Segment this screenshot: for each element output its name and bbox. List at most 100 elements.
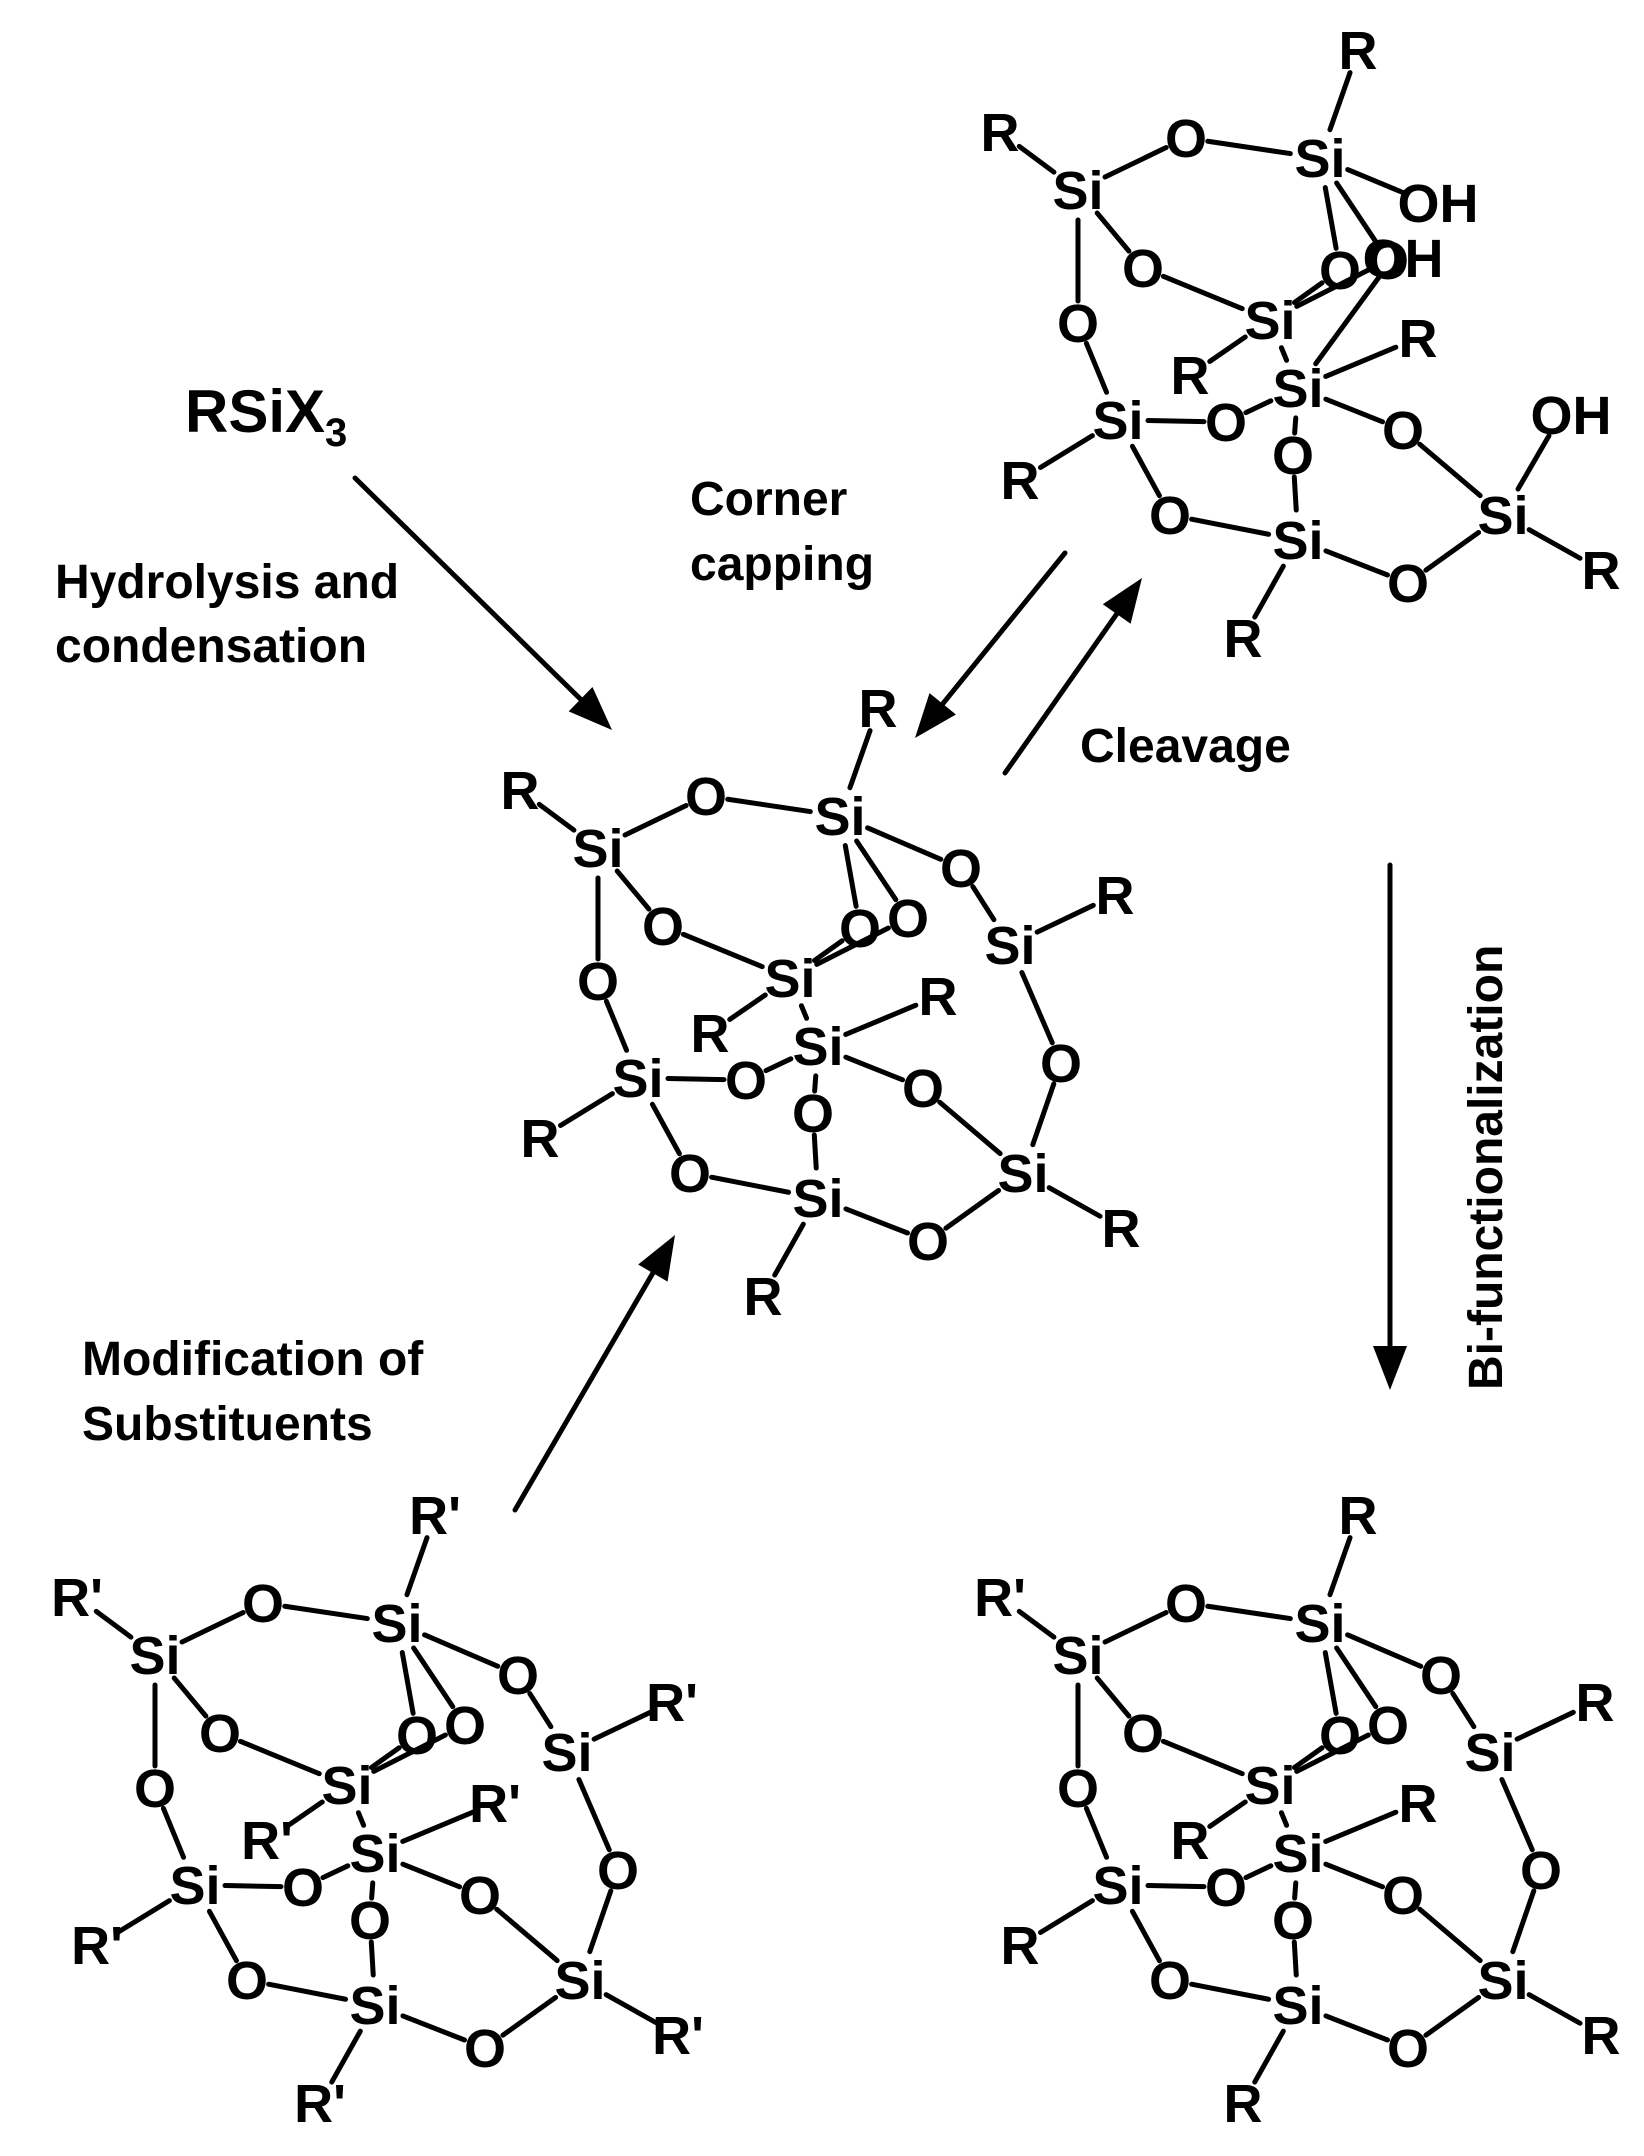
modified-cage-silicon-atom: Si — [554, 1951, 605, 2011]
bifunctional-cage-bond — [1278, 1810, 1290, 1828]
bifunctional-cage-bond — [1294, 1732, 1371, 1774]
modified-cage-bond — [411, 1645, 456, 1710]
bifunctional-cage-silicon-atom: Si — [1244, 1756, 1295, 1816]
open-cage-substituent-label: R — [1001, 451, 1040, 511]
bifunctional-cage-silicon-atom: Si — [1272, 1824, 1323, 1884]
central-cage-bond — [680, 931, 765, 970]
open-cage-substituent-bond — [1207, 334, 1248, 364]
bifunctional-cage-oxygen-atom: O — [1057, 1759, 1099, 1819]
open-cage-bond — [1423, 529, 1482, 573]
central-cage-oxygen-atom: O — [839, 899, 881, 959]
bifunctional-cage-bond — [1205, 1603, 1293, 1622]
modified-cage-substituent-label: R' — [409, 1486, 461, 1546]
central-cage-bond — [665, 1076, 727, 1083]
modified-cage-substituent-bond — [591, 1709, 653, 1742]
bifunctional-cage-substituent-bond — [1016, 1608, 1057, 1640]
bifunctional-cage-bond — [1291, 1939, 1299, 1978]
bifunctional-cage-bond — [1510, 1888, 1537, 1955]
bifunctional-cage-bond — [1292, 1880, 1299, 1901]
bifunctional-cage-bond — [1345, 1632, 1424, 1669]
central-cage-substituent-bond — [536, 801, 577, 833]
modified-cage-bond — [355, 1810, 367, 1828]
modified-cage-bond — [222, 1883, 284, 1890]
central-cage-oxygen-atom: O — [577, 952, 619, 1012]
bifunctional-cage-substituent-bond — [1037, 1898, 1095, 1935]
modified-cage-substituent-bond — [400, 1809, 476, 1844]
central-cage-bond — [842, 843, 859, 909]
modified-cage-oxygen-atom: O — [497, 1646, 539, 1706]
hydrolysis-arrow — [352, 475, 612, 730]
open-cage-bond — [1294, 267, 1371, 309]
open-cage-bond — [1094, 210, 1132, 254]
bifunctional-cage-silicon-atom: Si — [1464, 1723, 1515, 1783]
open-cage-oxygen-atom: O — [1387, 554, 1429, 614]
bifunctional-cage-bond — [1243, 1863, 1274, 1881]
hydrolysis-label-line1: Hydrolysis and — [55, 556, 399, 609]
bifunctional-cage-oxygen-atom: O — [1205, 1858, 1247, 1918]
central-cage-silicon-atom: Si — [792, 1017, 843, 1077]
central-cage-substituent-label: R — [1102, 1199, 1141, 1259]
central-cage-substituent-bond — [727, 992, 768, 1022]
bifunctional-cage-silicon-atom: Si — [1272, 1976, 1323, 2036]
open-cage-bond — [1323, 548, 1391, 578]
open-cage-oxygen-atom: O — [1382, 401, 1424, 461]
open-cage-bond — [1189, 516, 1272, 537]
central-cage-substituent-label: R — [691, 1004, 730, 1064]
central-cage-bond — [854, 838, 899, 903]
hydrolysis-arrow-shaft — [352, 475, 586, 705]
modified-cage-silicon-atom: Si — [129, 1626, 180, 1686]
central-cage-silicon-atom: Si — [792, 1169, 843, 1229]
bifunctional-cage-oxygen-atom: O — [1272, 1891, 1314, 1951]
open-cage-bond — [1334, 180, 1379, 245]
open-cage-bond — [1323, 396, 1386, 425]
bifunctional-cage-substituent-bond — [1252, 2028, 1286, 2085]
corner-capping-arrow-shaft — [937, 550, 1068, 710]
bifunctional-cage-bond — [1322, 1650, 1339, 1716]
modified-cage-bond — [160, 1805, 187, 1860]
modified-cage-oxygen-atom: O — [349, 1891, 391, 1951]
open-cage-substituent-label: R — [1582, 541, 1621, 601]
modified-cage-bond — [206, 1908, 239, 1964]
central-cage-bond — [614, 868, 652, 912]
open-cage-hydroxyl-label: OH — [1398, 174, 1479, 234]
bifunctional-cage-bond — [1129, 1908, 1162, 1964]
modified-cage-bond — [400, 2013, 468, 2043]
central-cage-oxygen-atom: O — [907, 1212, 949, 1272]
central-cage-bond — [811, 1132, 819, 1171]
open-cage-hydroxyl-label: OH — [1363, 229, 1444, 289]
open-cage-hydroxyl-bond — [1313, 274, 1382, 367]
modified-cage-bond — [282, 1603, 370, 1622]
open-cage-silicon-atom: Si — [1294, 129, 1345, 189]
central-cage-oxygen-atom: O — [725, 1051, 767, 1111]
central-cage-oxygen-atom: O — [940, 839, 982, 899]
bifunctional-cage-oxygen-atom: O — [1367, 1696, 1409, 1756]
open-cage-bond — [1083, 340, 1110, 395]
bifunctional-cage-oxygen-atom: O — [1387, 2019, 1429, 2079]
bifunctional-cage-substituent-label: R — [1576, 1673, 1615, 1733]
cleavage-arrow-shaft — [1002, 608, 1122, 776]
central-cage-bond — [970, 884, 997, 923]
bifunctional-cage-bond — [1323, 1861, 1386, 1890]
open-cage-bond — [1278, 345, 1290, 363]
modified-cage-bond — [266, 1981, 349, 2002]
open-cage-oxygen-atom: O — [1205, 393, 1247, 453]
bifunctionalization-arrow — [1373, 862, 1407, 1390]
cleavage-label: Cleavage — [1080, 720, 1291, 773]
central-cage-silicon-atom: Si — [572, 819, 623, 879]
open-cage-bond — [1243, 398, 1274, 416]
central-cage-bond — [763, 1056, 794, 1074]
open-cage-bond — [1292, 415, 1299, 436]
central-cage-oxygen-atom: O — [887, 889, 929, 949]
bifunctional-cage-bond — [1102, 1610, 1169, 1645]
bifunctional-cage-bond — [1291, 1745, 1325, 1771]
bifunctional-cage-oxygen-atom: O — [1520, 1841, 1562, 1901]
modification-arrow-shaft — [512, 1267, 658, 1513]
open-cage-substituent-bond — [1323, 344, 1399, 379]
open-cage-bond — [1129, 443, 1162, 499]
modified-cage-oxygen-atom: O — [396, 1706, 438, 1766]
modified-cage-bond — [576, 1777, 612, 1853]
